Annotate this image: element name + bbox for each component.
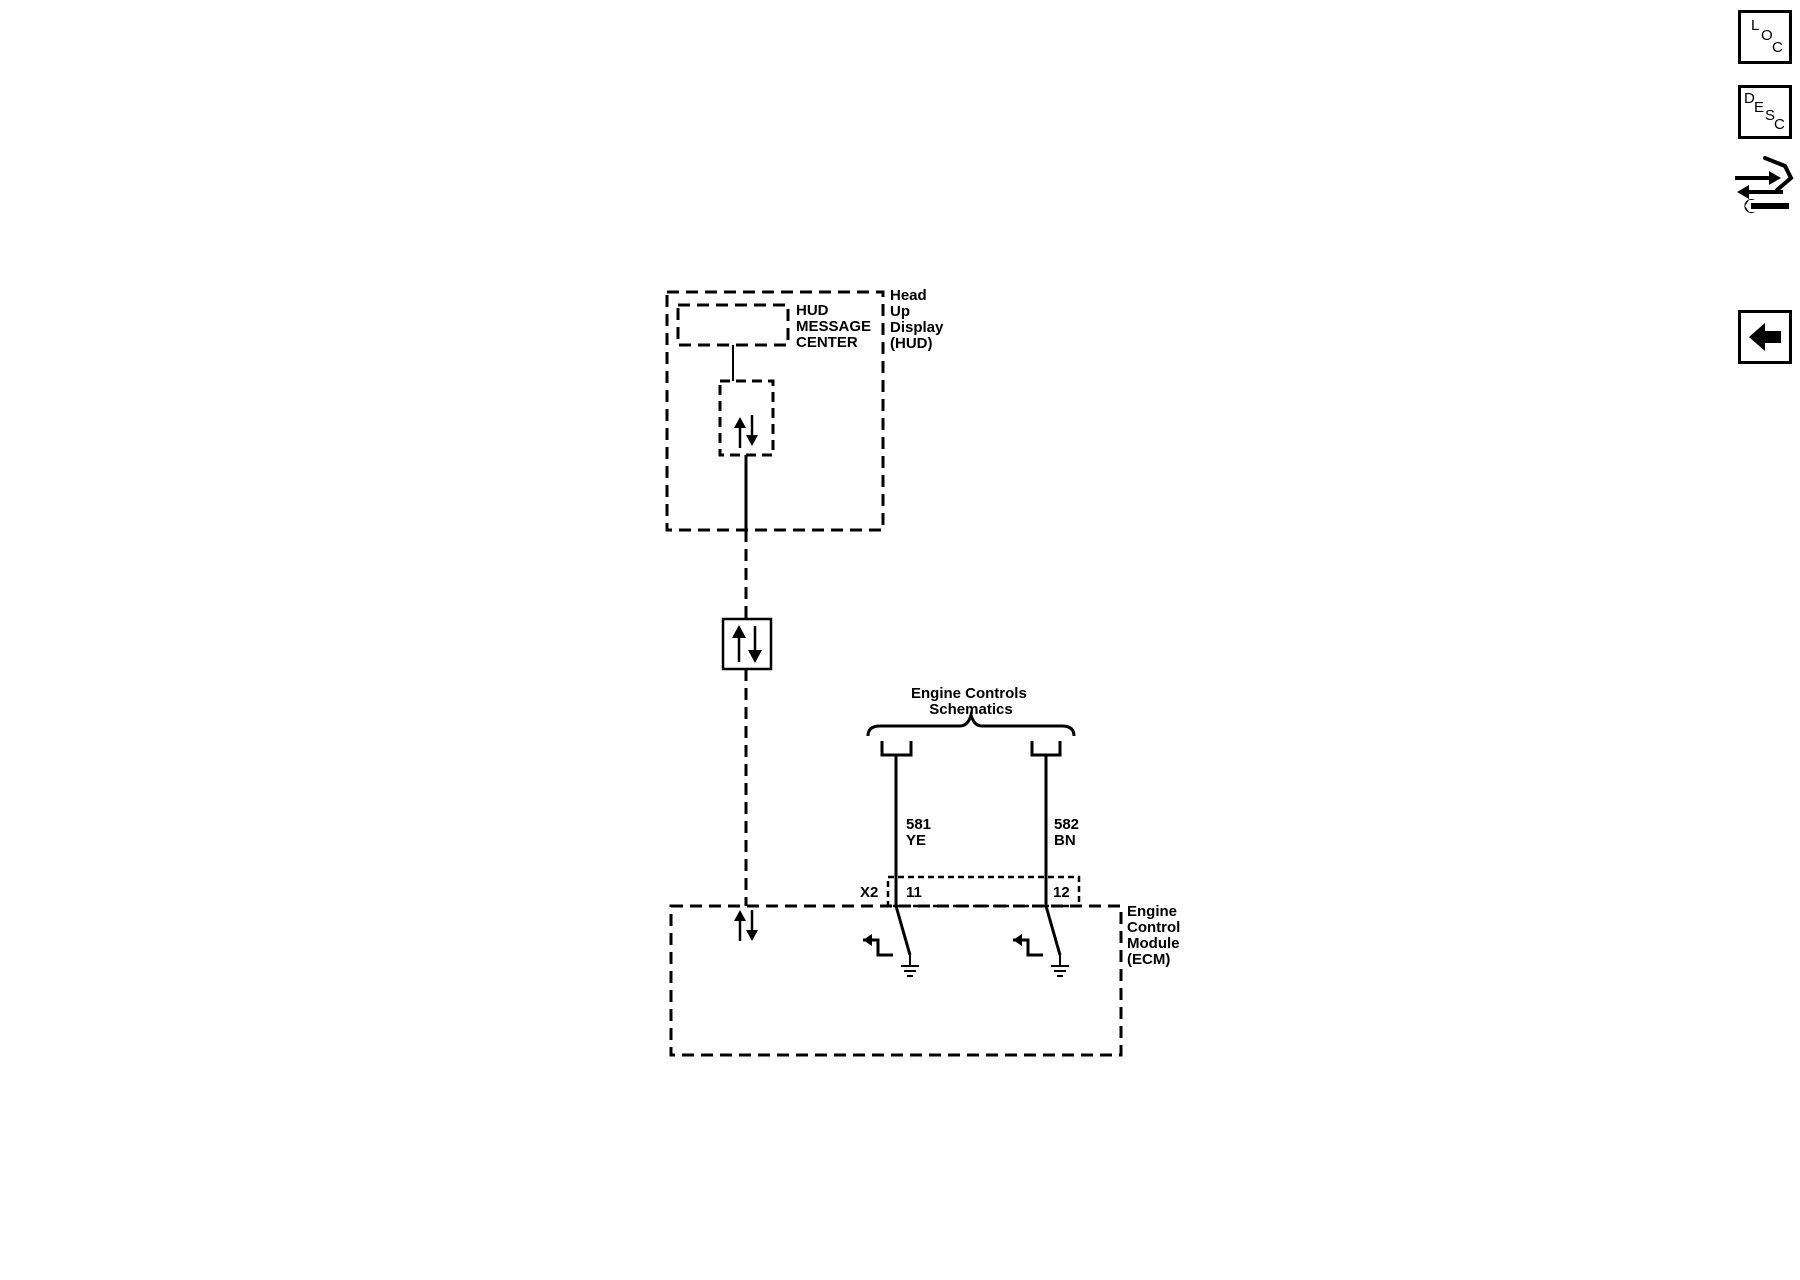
wire-582-cap — [1030, 741, 1062, 757]
hud-label: Head Up Display (HUD) — [890, 287, 948, 352]
connector-x2-label: X2 — [860, 884, 878, 901]
serial-data-arrows-ecm — [734, 910, 758, 941]
wire-582-color: BN — [1054, 832, 1076, 849]
wire-581-circuit: 581 — [906, 816, 931, 833]
desc-letter-d: D — [1744, 90, 1755, 107]
loc-letter-o: O — [1761, 27, 1773, 44]
loc-letter-c: C — [1772, 39, 1783, 56]
pin-11-label: 11 — [906, 884, 922, 901]
connector-wrench-icon[interactable] — [1733, 156, 1797, 222]
ecm-outline — [669, 904, 1123, 1057]
ecm-label: Engine Control Module (ECM) — [1127, 903, 1185, 968]
wire-582-circuit: 582 — [1054, 816, 1079, 833]
desc-icon[interactable]: D E S C — [1738, 85, 1792, 139]
wire-581-color: YE — [906, 832, 926, 849]
hud-data-module-outline — [718, 379, 775, 457]
hud-outline — [665, 290, 885, 532]
desc-letter-e: E — [1754, 99, 1764, 116]
back-arrow-icon[interactable] — [1738, 310, 1792, 364]
loc-letter-l: L — [1751, 17, 1759, 34]
serial-data-box — [721, 617, 773, 671]
reference-label[interactable]: Engine Controls Schematics — [911, 685, 1031, 718]
driver-arrow-2 — [1013, 934, 1022, 946]
desc-letter-c: C — [1774, 116, 1785, 133]
hud-message-center-outline — [676, 303, 790, 347]
connector-x2-outline — [886, 875, 1081, 908]
reference-brace — [866, 709, 1076, 737]
ground-symbol-1 — [901, 965, 919, 977]
serial-data-arrows-box — [732, 625, 762, 663]
hud-message-center-label: HUD MESSAGE CENTER — [796, 302, 875, 351]
ground-symbol-2 — [1051, 965, 1069, 977]
wire-581-cap — [880, 741, 913, 757]
driver-switch-1 — [894, 905, 912, 956]
driver-arrow-1 — [863, 934, 872, 946]
desc-letter-s: S — [1765, 107, 1775, 124]
pin-12-label: 12 — [1053, 884, 1070, 901]
loc-icon[interactable]: L O C — [1738, 10, 1792, 64]
serial-data-arrows-hud — [734, 415, 758, 448]
driver-switch-2 — [1044, 905, 1062, 956]
